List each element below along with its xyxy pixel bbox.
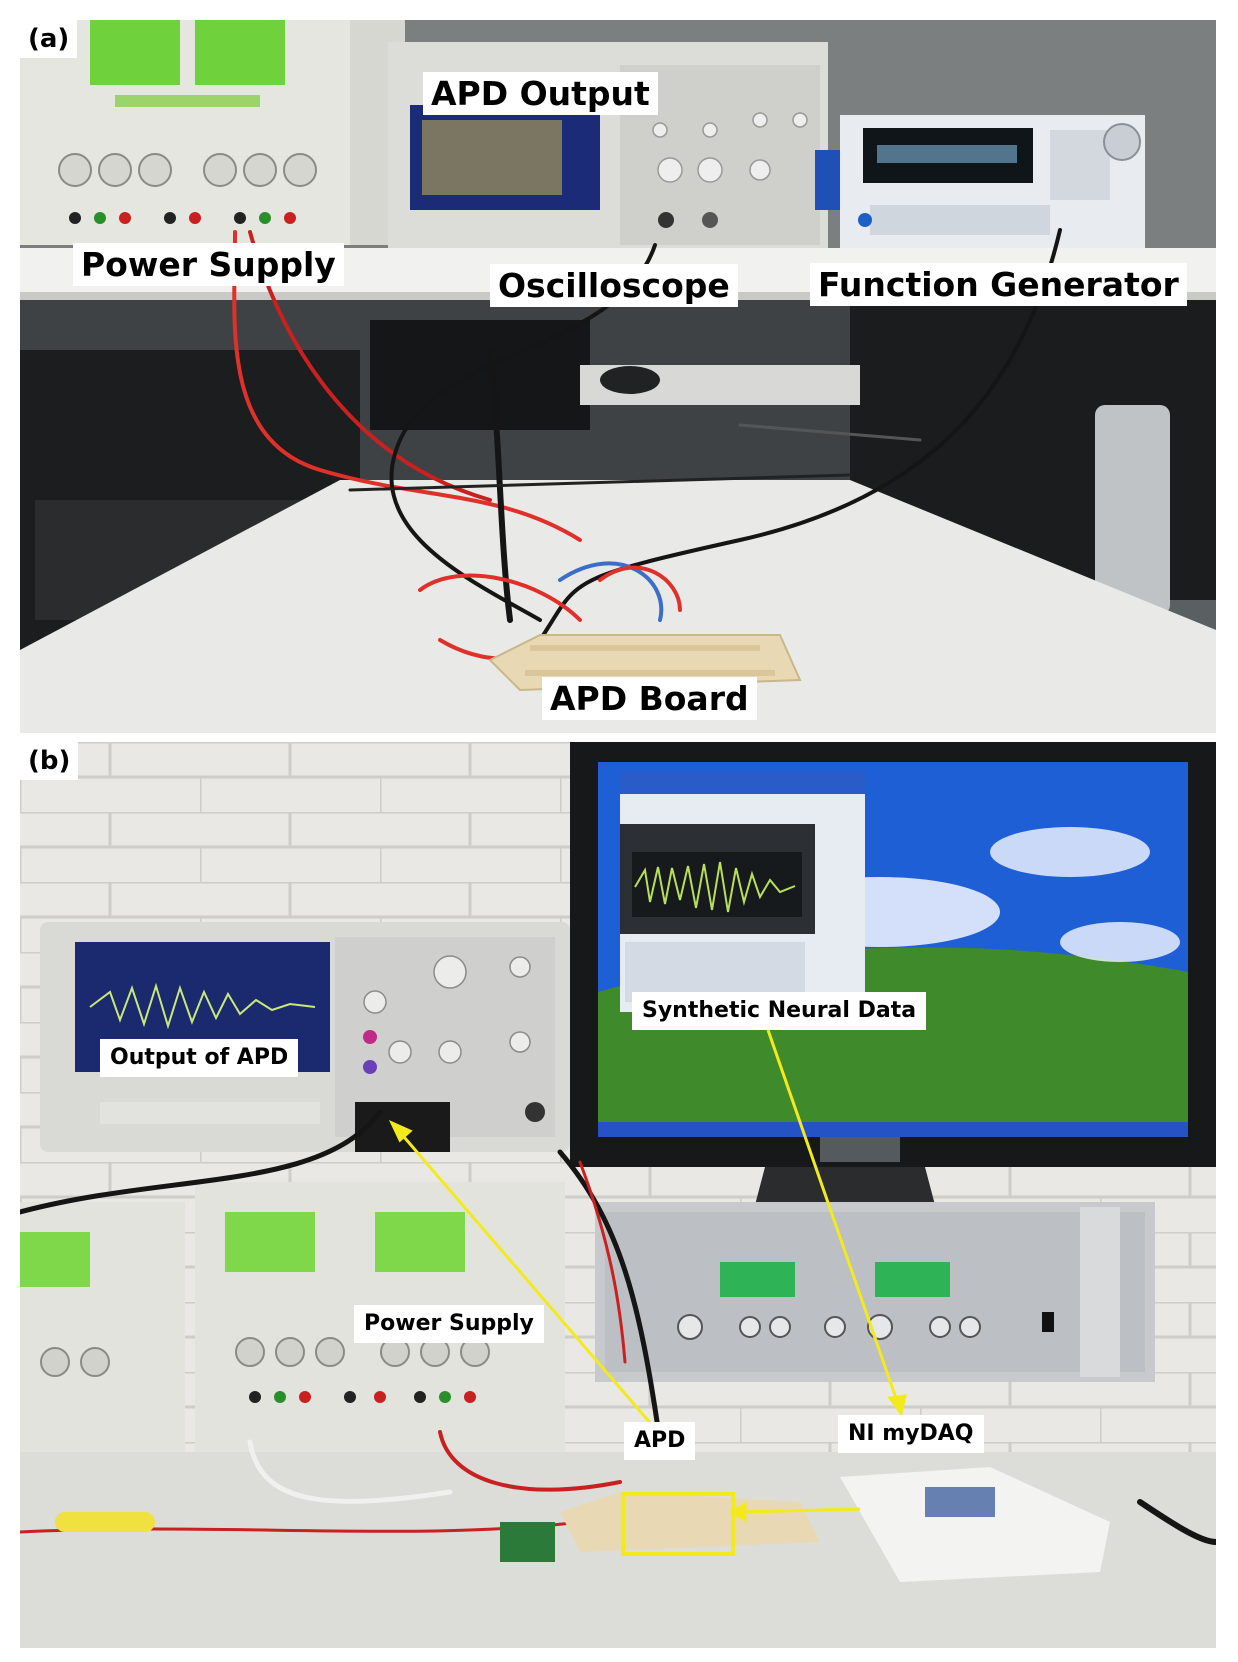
apd-highlight-box — [621, 1492, 735, 1556]
apd-output-label: APD Output — [423, 72, 658, 115]
ni-mydaq-label: NI myDAQ — [838, 1415, 984, 1453]
function-generator-unit — [815, 115, 1145, 265]
apd-board-label: APD Board — [542, 677, 757, 720]
function-generator-label: Function Generator — [810, 263, 1187, 306]
synthetic-neural-data-label: Synthetic Neural Data — [632, 992, 927, 1030]
panel-b-photo: (b) Synthetic Neural Data Output of APD … — [20, 742, 1216, 1648]
oscilloscope-unit-b — [40, 922, 570, 1152]
lcd-display — [90, 20, 180, 85]
output-of-apd-label: Output of APD — [100, 1039, 299, 1077]
panel-a-scene — [20, 20, 1216, 733]
lcd-display-b — [375, 1212, 465, 1272]
lever-system-unit — [595, 1202, 1155, 1382]
annotation-arrows — [388, 1029, 907, 1523]
power-supply-label-b: Power Supply — [354, 1305, 544, 1343]
panel-b-tag: (b) — [20, 742, 79, 780]
panel-a-tag: (a) — [20, 20, 78, 58]
apd-label: APD — [624, 1422, 696, 1460]
oscilloscope-label: Oscilloscope — [490, 264, 738, 307]
panel-a-photo: (a) APD Output Power Supply Oscilloscope… — [20, 20, 1216, 733]
power-supply-unit — [20, 20, 405, 245]
lcd-display — [195, 20, 285, 85]
panel-b-scene — [20, 742, 1216, 1648]
power-supply-units-b — [20, 1182, 565, 1462]
desktop-monitor — [570, 742, 1216, 1262]
power-supply-label-a: Power Supply — [73, 243, 344, 286]
ni-mydaq-device — [840, 1467, 1110, 1582]
cylindrical-object — [1095, 405, 1170, 615]
lcd-display-b — [225, 1212, 315, 1272]
breadboard-b — [560, 1492, 820, 1552]
